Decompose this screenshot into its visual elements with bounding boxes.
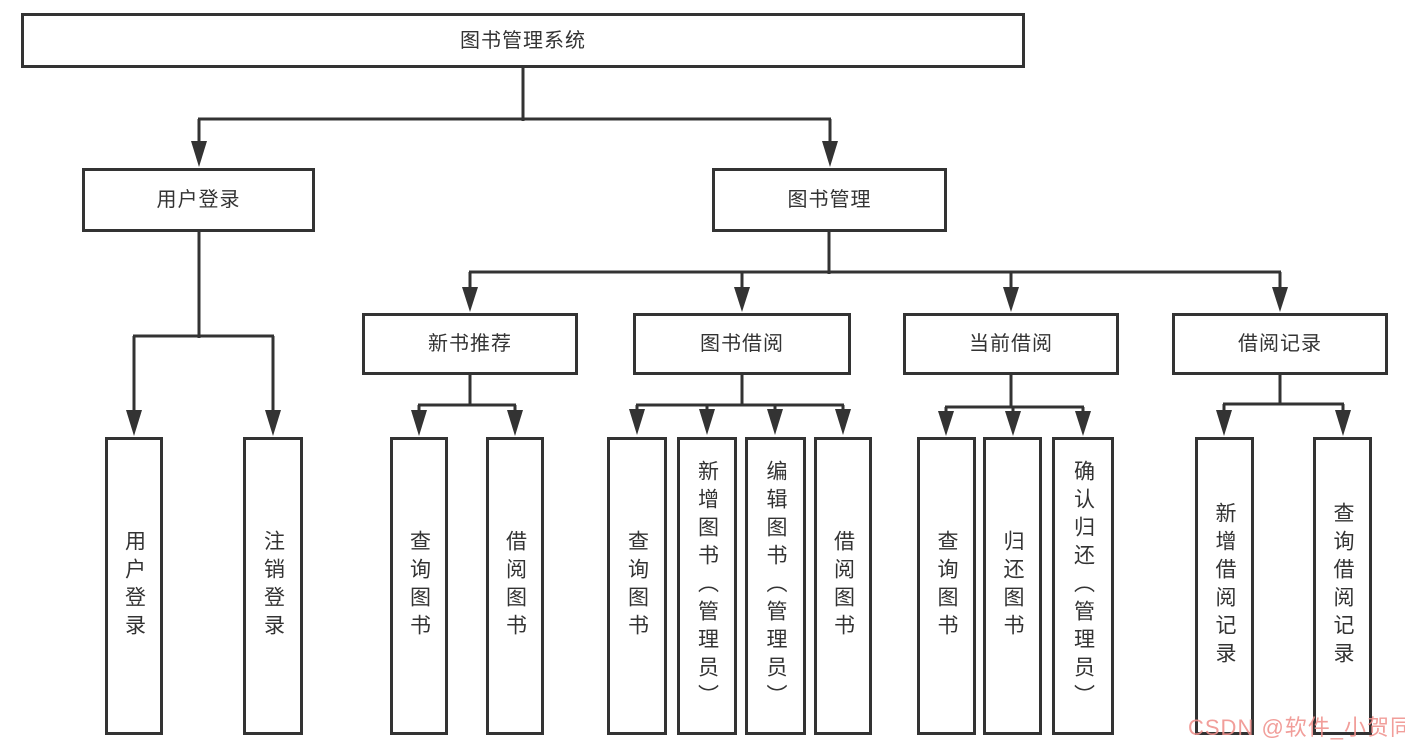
leaf-label: 用户登录	[122, 530, 146, 642]
node-user-login: 用户登录	[82, 168, 315, 232]
arrowhead-icon	[1335, 410, 1351, 436]
arrowhead-icon	[1075, 411, 1091, 436]
leaf-borrow-books: 借阅图书	[486, 437, 544, 735]
arrowhead-icon	[126, 410, 142, 436]
node-label: 图书管理系统	[460, 29, 586, 52]
leaf-label: 借阅图书	[503, 530, 527, 642]
arrowhead-icon	[507, 410, 523, 436]
node-new-book-recommend: 新书推荐	[362, 313, 578, 375]
leaf-query-borrow-record: 查询借阅记录	[1313, 437, 1372, 735]
node-borrow-records: 借阅记录	[1172, 313, 1388, 375]
leaf-label: 新增借阅记录	[1213, 502, 1236, 670]
leaf-return-books: 归还图书	[983, 437, 1042, 735]
arrowhead-icon	[1216, 410, 1232, 436]
arrowhead-icon	[938, 411, 954, 436]
arrowhead-icon	[265, 410, 281, 436]
connector-management-children	[462, 232, 1288, 312]
leaf-borrow-books: 借阅图书	[814, 437, 872, 735]
leaf-query-books: 查询图书	[917, 437, 976, 735]
node-label: 新书推荐	[428, 333, 512, 355]
connector-records-children	[1216, 375, 1351, 436]
arrowhead-icon	[835, 409, 851, 435]
leaf-logout: 注销登录	[243, 437, 303, 735]
leaf-edit-books-admin: 编辑图书（管理员）	[745, 437, 806, 735]
leaf-label: 新增图书（管理员）	[695, 460, 719, 712]
leaf-label: 归还图书	[1001, 530, 1024, 642]
node-book-management: 图书管理	[712, 168, 947, 232]
arrowhead-icon	[462, 287, 478, 312]
node-current-borrow: 当前借阅	[903, 313, 1119, 375]
leaf-label: 查询图书	[407, 530, 431, 642]
leaf-label: 查询借阅记录	[1331, 502, 1354, 670]
arrowhead-icon	[699, 409, 715, 435]
connector-root-split	[191, 68, 838, 167]
node-label: 借阅记录	[1238, 333, 1322, 355]
node-book-borrow: 图书借阅	[633, 313, 851, 375]
connector-currentborrow-children	[938, 375, 1091, 436]
leaf-add-borrow-record: 新增借阅记录	[1195, 437, 1254, 735]
connector-login-children	[126, 232, 281, 436]
leaf-label: 查询图书	[625, 530, 649, 642]
arrowhead-icon	[767, 409, 783, 435]
leaf-label: 借阅图书	[831, 530, 855, 642]
arrowhead-icon	[191, 141, 207, 167]
node-label: 当前借阅	[969, 333, 1053, 355]
csdn-watermark: CSDN @软件_小贺同学	[1188, 715, 1405, 740]
node-label: 图书管理	[787, 189, 872, 211]
leaf-query-books: 查询图书	[390, 437, 448, 735]
arrowhead-icon	[1005, 411, 1021, 436]
arrowhead-icon	[411, 410, 427, 436]
node-label: 图书借阅	[700, 333, 784, 355]
leaf-label: 编辑图书（管理员）	[764, 460, 787, 712]
arrowhead-icon	[1272, 287, 1288, 312]
node-library-system: 图书管理系统	[21, 13, 1025, 68]
leaf-label: 查询图书	[935, 530, 958, 642]
leaf-confirm-return-admin: 确认归还（管理员）	[1052, 437, 1114, 735]
leaf-add-books-admin: 新增图书（管理员）	[677, 437, 737, 735]
leaf-label: 确认归还（管理员）	[1071, 460, 1095, 712]
arrowhead-icon	[822, 141, 838, 167]
node-label: 用户登录	[156, 189, 241, 211]
arrowhead-icon	[1003, 287, 1019, 312]
connector-newbook-children	[411, 375, 523, 436]
leaf-query-books: 查询图书	[607, 437, 667, 735]
leaf-label: 注销登录	[261, 530, 285, 642]
arrowhead-icon	[734, 287, 750, 312]
arrowhead-icon	[629, 409, 645, 435]
leaf-user-login: 用户登录	[105, 437, 163, 735]
connector-bookborrow-children	[629, 375, 851, 435]
